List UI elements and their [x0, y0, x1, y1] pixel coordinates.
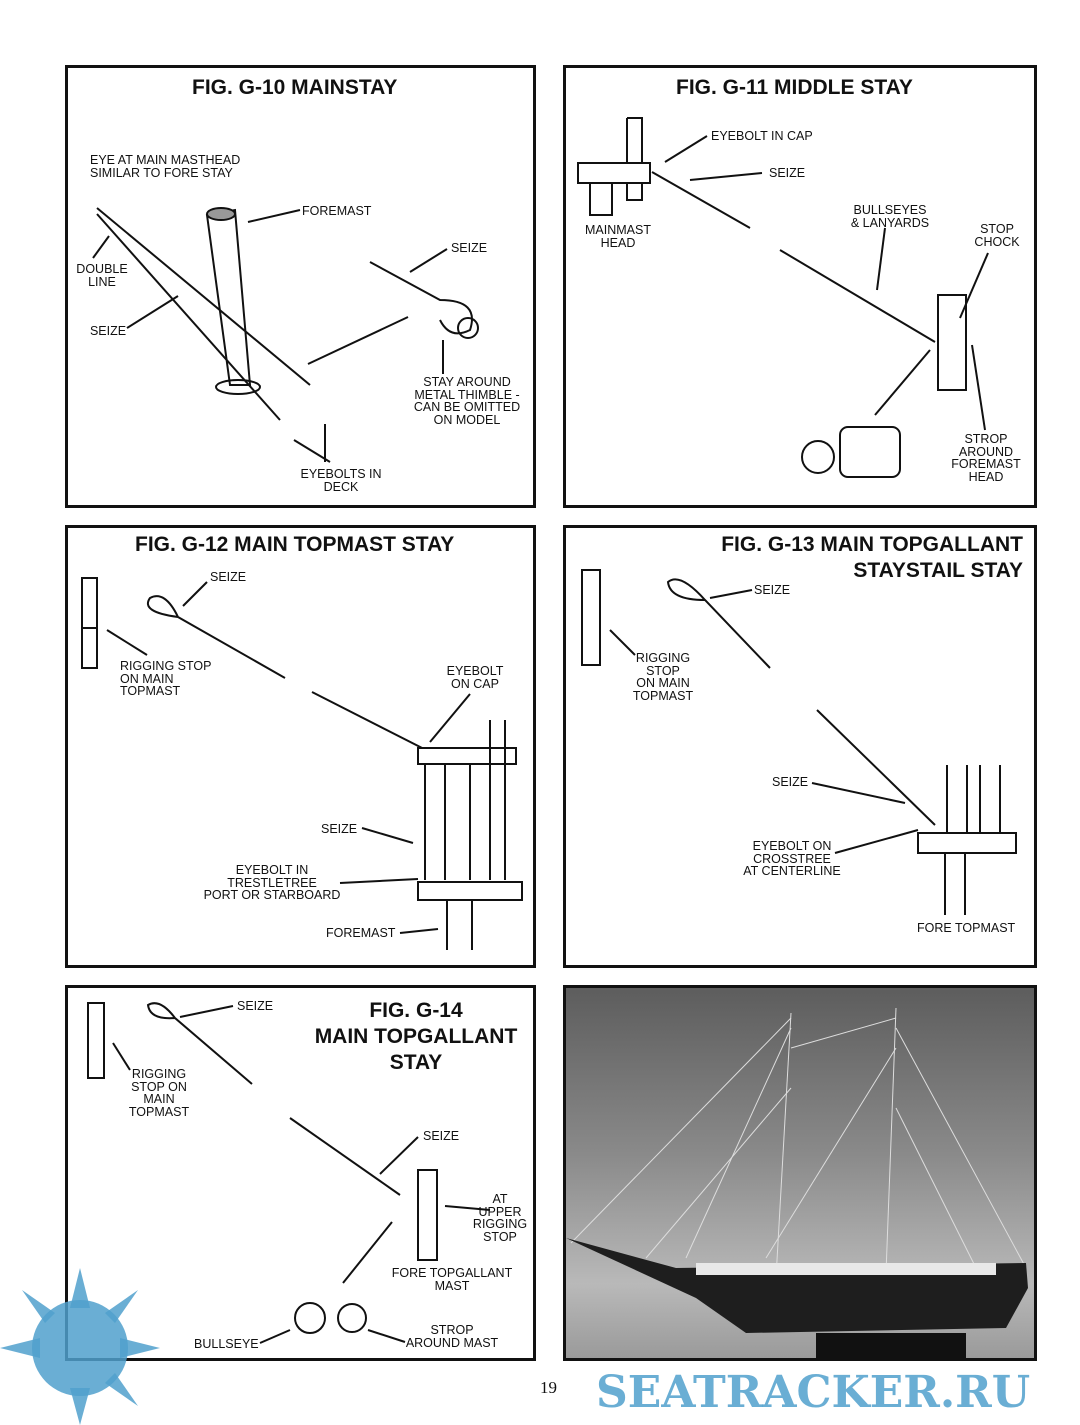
- label: FOREMAST: [302, 204, 372, 218]
- label: EYEBOLT ON CAP: [446, 664, 504, 691]
- label: FORE TOPMAST: [917, 921, 1016, 935]
- figure-g11-title: FIG. G-11 MIDDLE STAY: [676, 76, 913, 99]
- label: EYEBOLT IN CAP: [711, 129, 813, 143]
- label: SEIZE: [89, 324, 127, 338]
- label: FOREMAST: [326, 926, 396, 940]
- label: SEIZE: [769, 166, 806, 180]
- label: SEIZE: [210, 570, 247, 584]
- label: EYEBOLTS IN DECK: [300, 467, 382, 494]
- label: RIGGING STOP ON MAIN TOPMAST: [128, 1067, 190, 1119]
- figure-g14-title: FIG. G-14 MAIN TOPGALLANT STAY: [314, 999, 518, 1074]
- watermark-text: SEATRACKER.RU: [596, 1367, 1031, 1418]
- label: SEIZE: [423, 1129, 460, 1143]
- ship-model-photo: [563, 985, 1037, 1361]
- label: SEIZE: [754, 583, 791, 597]
- label: RIGGING STOP ON MAIN TOPMAST: [120, 659, 212, 698]
- label: RIGGING STOP ON MAIN TOPMAST: [632, 651, 694, 703]
- label: SEIZE: [321, 822, 358, 836]
- label: EYE AT MAIN MASTHEAD SIMILAR TO FORE STA…: [90, 153, 241, 180]
- label: MAINMAST HEAD: [585, 223, 651, 250]
- label: SEIZE: [772, 775, 809, 789]
- label: STAY AROUND METAL THIMBLE - CAN BE OMITT…: [413, 375, 521, 427]
- label: BULLSEYE: [194, 1337, 259, 1351]
- figure-g12-title: FIG. G-12 MAIN TOPMAST STAY: [135, 533, 455, 556]
- figure-g10-panel: [65, 65, 536, 508]
- label: EYEBOLT IN TRESTLETREE PORT OR STARBOARD: [203, 863, 341, 902]
- ship-model-image: [566, 1007, 1028, 1358]
- label: STOP CHOCK: [974, 222, 1020, 249]
- label: SEIZE: [450, 241, 488, 255]
- label: DOUBLE LINE: [76, 262, 128, 289]
- sun-logo-icon: [0, 1268, 160, 1425]
- label: BULLSEYES & LANYARDS: [850, 203, 930, 230]
- label: SEIZE: [237, 999, 274, 1013]
- label: STROP AROUND MAST: [405, 1323, 499, 1350]
- figure-g13-panel: [563, 525, 1037, 968]
- label: EYEBOLT ON CROSSTREE AT CENTERLINE: [743, 839, 841, 878]
- figure-g10-title: FIG. G-10 MAINSTAY: [192, 76, 398, 99]
- label: FORE TOPGALLANT MAST: [391, 1266, 513, 1293]
- label: AT UPPER RIGGING STOP: [472, 1192, 528, 1244]
- page-number: 19: [540, 1378, 557, 1397]
- label: STROP AROUND FOREMAST HEAD: [951, 432, 1021, 484]
- figure-g13-title: FIG. G-13 MAIN TOPGALLANT STAYSTAIL STAY: [721, 533, 1023, 582]
